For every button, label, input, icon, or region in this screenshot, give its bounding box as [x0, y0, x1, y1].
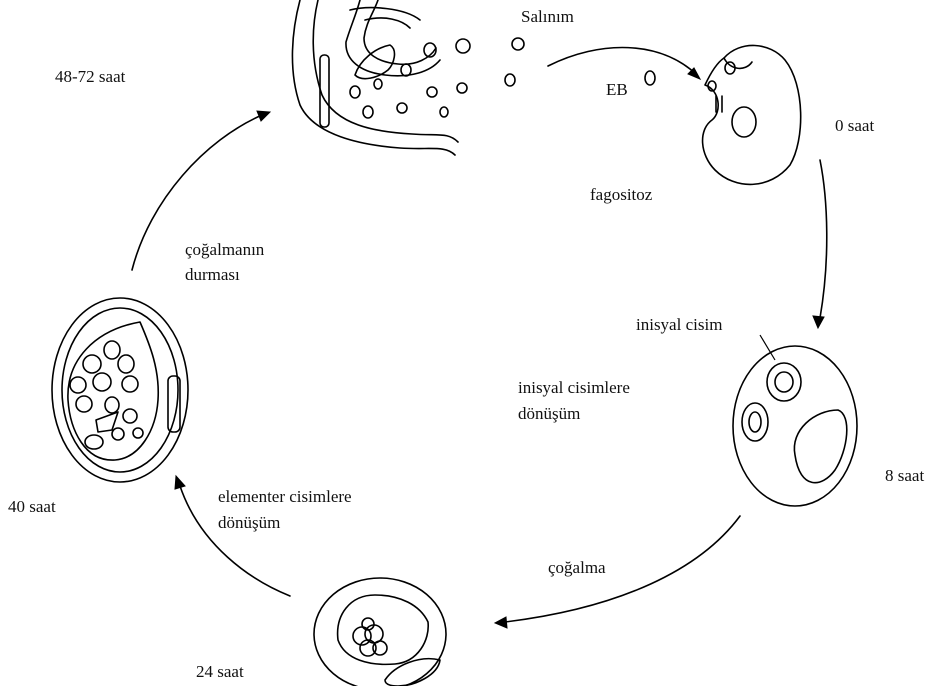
- elementary-body-cell: [52, 298, 188, 482]
- label-fagositoz: fagositoz: [590, 184, 652, 205]
- release-cell: [292, 0, 524, 155]
- label-eb: EB: [606, 79, 628, 100]
- phagocytosis-cell: [645, 45, 801, 184]
- initial-body-cell: [733, 335, 857, 506]
- label-inisyal-cisimlere-1: inisyal cisimlere: [518, 377, 630, 398]
- label-cogalma: çoğalma: [548, 557, 606, 578]
- eb-particle: [645, 71, 655, 85]
- label-40-saat: 40 saat: [8, 496, 56, 517]
- label-elementer-cisimlere-1: elementer cisimlere: [218, 486, 352, 507]
- arrow-cogalma: [495, 516, 740, 628]
- arrow-phagocytosis-to-initial: [813, 160, 827, 328]
- label-24-saat: 24 saat: [196, 661, 244, 682]
- arrow-release: [548, 48, 700, 79]
- label-inisyal-cisimlere-2: dönüşüm: [518, 403, 580, 424]
- label-48-72-saat: 48-72 saat: [55, 66, 125, 87]
- label-elementer-cisimlere-2: dönüşüm: [218, 512, 280, 533]
- label-salinim: Salınım: [521, 6, 574, 27]
- label-cogalmanin-durmasi-1: çoğalmanın: [185, 239, 264, 260]
- label-8-saat: 8 saat: [885, 465, 924, 486]
- multiplying-cell: [314, 578, 446, 686]
- label-0-saat: 0 saat: [835, 115, 874, 136]
- label-cogalmanin-durmasi-2: durması: [185, 264, 240, 285]
- label-inisyal-cisim: inisyal cisim: [636, 314, 722, 335]
